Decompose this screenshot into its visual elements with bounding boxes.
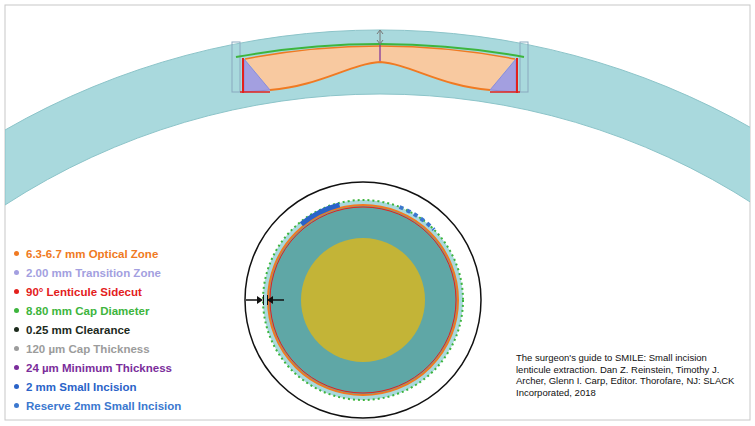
legend-text: 6.3-6.7 mm Optical Zone	[26, 248, 158, 260]
transition-zone	[244, 59, 270, 92]
legend-text: 2 mm Small Incision	[26, 381, 137, 393]
lenticule-sidecut	[516, 58, 518, 93]
transition-zone	[490, 59, 516, 92]
optical-zone	[245, 46, 515, 90]
legend-row: 8.80 mm Cap Diameter	[14, 301, 181, 320]
cap-sidecut	[520, 42, 528, 92]
legend-text: 24 µm Minimum Thickness	[26, 362, 172, 374]
minimum-thickness-marker	[379, 45, 380, 61]
optical-zone-edge	[270, 62, 490, 90]
reserve-incision	[400, 207, 435, 230]
legend-bullet	[14, 346, 19, 351]
legend-text: 2.00 mm Transition Zone	[26, 267, 161, 279]
lenticule-sidecut	[240, 91, 270, 93]
legend-row: 24 µm Minimum Thickness	[14, 358, 181, 377]
lenticule-circle	[268, 205, 458, 395]
legend-bullet	[14, 251, 19, 256]
legend-row: 90° Lenticule Sidecut	[14, 282, 181, 301]
legend-row: 120 µm Cap Thickness	[14, 339, 181, 358]
legend-bullet	[14, 327, 19, 332]
citation-note: The surgeon's guide to SMILE: Small inci…	[516, 352, 742, 398]
legend-bullet	[14, 384, 19, 389]
legend: 6.3-6.7 mm Optical Zone 2.00 mm Transitio…	[14, 244, 181, 415]
lenticule-sidecut	[242, 58, 244, 93]
legend-bullet	[14, 403, 19, 408]
cap-circle	[263, 200, 463, 400]
thickness-marker	[380, 31, 381, 43]
legend-row: Reserve 2mm Small Incision	[14, 396, 181, 415]
legend-bullet	[14, 308, 19, 313]
legend-text: 0.25 mm Clearance	[26, 324, 130, 336]
legend-bullet	[14, 270, 19, 275]
cap-sidecut	[232, 42, 240, 92]
lenticule-sidecut	[490, 91, 520, 93]
legend-text: 8.80 mm Cap Diameter	[26, 305, 149, 317]
cornea-band	[5, 30, 750, 205]
clearance-tick	[263, 295, 264, 305]
sidecut-circle	[270, 207, 456, 393]
legend-text: Reserve 2mm Small Incision	[26, 400, 181, 412]
clearance-arrow	[267, 296, 273, 304]
thickness-marker	[377, 30, 383, 44]
legend-row: 6.3-6.7 mm Optical Zone	[14, 244, 181, 263]
citation-text: The surgeon's guide to SMILE: Small inci…	[516, 352, 742, 398]
legend-row: 0.25 mm Clearance	[14, 320, 181, 339]
legend-text: 90° Lenticule Sidecut	[26, 286, 142, 298]
legend-bullet	[14, 289, 19, 294]
small-incision	[301, 205, 339, 224]
legend-row: 2.00 mm Transition Zone	[14, 263, 181, 282]
clearance-tick	[267, 295, 268, 305]
legend-text: 120 µm Cap Thickness	[26, 343, 150, 355]
clearance-arrow	[257, 296, 263, 304]
legend-bullet	[14, 365, 19, 370]
limbus-circle	[245, 182, 481, 418]
optical-zone-circle	[301, 238, 425, 362]
legend-row: 2 mm Small Incision	[14, 377, 181, 396]
